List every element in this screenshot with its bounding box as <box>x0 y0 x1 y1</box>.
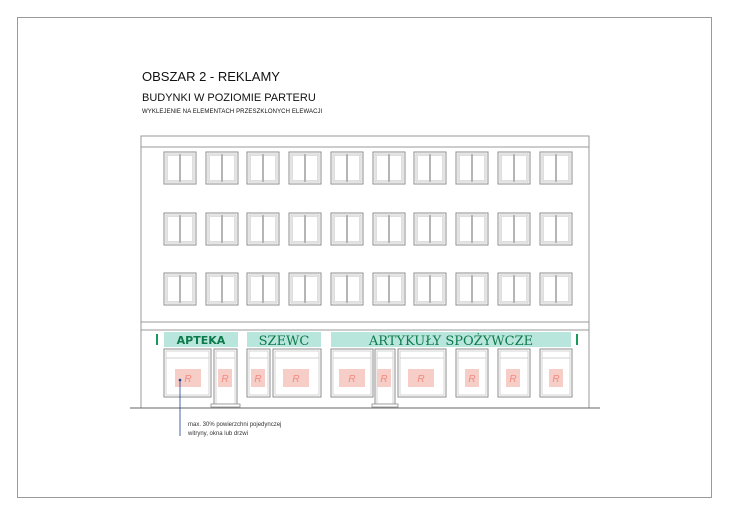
sign-szewc: SZEWC <box>247 332 321 349</box>
upper-window <box>330 212 364 246</box>
drawing-title: OBSZAR 2 - REKLAMY <box>142 69 280 84</box>
upper-window <box>330 272 364 306</box>
upper-window <box>330 151 364 185</box>
decal-marker-text: R <box>417 374 424 385</box>
decal-marker-text: R <box>184 374 191 385</box>
upper-window <box>288 212 322 246</box>
sign-marker-left <box>156 334 158 345</box>
window-decal: R <box>251 369 265 387</box>
annotation-line-2: witryny, okna lub drzwi <box>188 430 248 437</box>
window-decal: R <box>465 369 479 387</box>
upper-window <box>413 272 447 306</box>
upper-window <box>413 212 447 246</box>
annotation-line-1: max. 30% powierzchni pojedynczej <box>188 422 282 428</box>
sign-grocery: ARTYKUŁY SPOŻYWCZE <box>331 332 571 349</box>
upper-window <box>372 272 406 306</box>
upper-window <box>372 212 406 246</box>
drawing-subtitle: BUDYNKI W POZIOMIE PARTERU <box>142 92 316 104</box>
upper-window <box>497 151 531 185</box>
storefront-window: R <box>163 348 212 398</box>
upper-window <box>539 272 573 306</box>
storefront-door: R <box>371 348 399 408</box>
upper-window <box>246 272 280 306</box>
upper-window <box>205 151 239 185</box>
sign-apteka: APTEKA <box>164 332 238 347</box>
upper-window <box>246 151 280 185</box>
storefront-door: R <box>210 348 241 408</box>
sign-apteka-text: APTEKA <box>177 334 226 347</box>
window-decal: R <box>339 369 365 387</box>
sheet-frame <box>17 17 712 498</box>
upper-window <box>288 151 322 185</box>
decal-marker-text: R <box>348 374 355 385</box>
upper-window <box>455 212 489 246</box>
window-decal: R <box>377 369 391 387</box>
upper-window <box>539 212 573 246</box>
sign-szewc-text: SZEWC <box>259 334 310 349</box>
upper-window <box>497 272 531 306</box>
window-decal: R <box>549 369 563 387</box>
window-decal: R <box>408 369 434 387</box>
sign-grocery-text: ARTYKUŁY SPOŻYWCZE <box>368 332 533 349</box>
decal-marker-text: R <box>380 374 387 385</box>
storefront-window: R <box>246 348 271 398</box>
upper-window <box>455 272 489 306</box>
upper-windows <box>163 151 573 306</box>
annotation-text: max. 30% powierzchni pojedynczej witryny… <box>188 421 281 438</box>
upper-window <box>413 151 447 185</box>
decal-marker-text: R <box>552 374 559 385</box>
window-decal: R <box>175 369 201 387</box>
decal-marker-text: R <box>509 374 516 385</box>
annotation-leader-dot <box>178 378 182 382</box>
upper-window <box>455 151 489 185</box>
upper-window <box>163 212 197 246</box>
upper-window <box>205 272 239 306</box>
upper-window <box>539 151 573 185</box>
storefront-window: R <box>397 348 447 398</box>
upper-window <box>205 212 239 246</box>
drawing-note: WYKLEJENIE NA ELEMENTACH PRZESZKLONYCH E… <box>142 109 323 115</box>
decal-marker-text: R <box>468 374 475 385</box>
storefront-window: R <box>330 348 374 398</box>
decal-marker-text: R <box>292 374 299 385</box>
window-decal: R <box>506 369 520 387</box>
storefront-window: R <box>272 348 322 398</box>
window-decal: R <box>218 369 232 387</box>
upper-window <box>288 272 322 306</box>
storefront-window: R <box>539 348 573 398</box>
upper-window <box>372 151 406 185</box>
upper-window <box>246 212 280 246</box>
decal-marker-text: R <box>254 374 261 385</box>
upper-window <box>163 272 197 306</box>
decal-marker-text: R <box>221 374 228 385</box>
storefront-window: R <box>455 348 489 398</box>
upper-window <box>163 151 197 185</box>
upper-window <box>497 212 531 246</box>
window-decal: R <box>283 369 309 387</box>
sign-marker-right <box>576 334 578 345</box>
storefront-window: R <box>497 348 531 398</box>
